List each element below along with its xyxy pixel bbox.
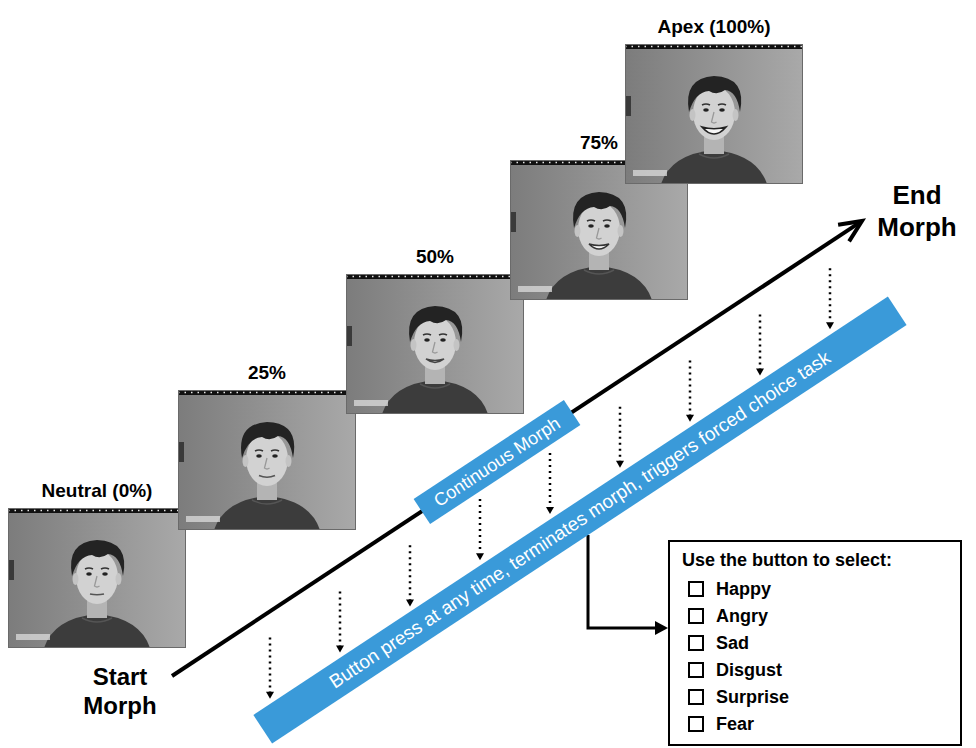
dotted-arrow <box>619 407 622 461</box>
dotted-arrow <box>479 499 482 553</box>
dotted-arrow <box>829 268 832 322</box>
dotted-arrow <box>269 638 272 692</box>
choice-option: Happy <box>682 576 950 603</box>
choice-option: Disgust <box>682 657 950 684</box>
connector-arrow <box>588 535 668 635</box>
morph-percent-label: 75% <box>580 131 618 154</box>
morph-arrow-head <box>838 221 862 241</box>
choice-option: Fear <box>682 711 950 738</box>
face-photo <box>8 508 186 648</box>
morph-end-label: Start Morph <box>60 662 180 721</box>
dotted-arrow-head <box>686 415 694 422</box>
connector-head <box>655 621 668 635</box>
photo-frame: Apex (100%) <box>625 44 803 184</box>
dotted-arrow <box>409 545 412 600</box>
photo-frame: Neutral (0%) <box>8 508 186 648</box>
choice-option: Angry <box>682 603 950 630</box>
dotted-arrow-head <box>616 461 624 468</box>
dotted-arrow-head <box>266 692 274 699</box>
photo-frame: 75% <box>510 160 688 300</box>
connector-line <box>588 535 658 628</box>
dotted-arrow-head <box>476 553 484 560</box>
morph-band: Continuous Morph <box>414 399 581 523</box>
dotted-arrow-head <box>336 646 344 653</box>
dotted-arrow <box>689 361 692 415</box>
morph-end-label: End Morph <box>862 180 972 243</box>
dotted-arrow-head <box>406 599 414 606</box>
choice-option: Surprise <box>682 684 950 711</box>
dotted-arrow <box>549 453 552 507</box>
photo-frame: 25% <box>178 390 356 530</box>
choice-box: Use the button to select: HappyAngrySadDi… <box>668 540 962 746</box>
dotted-arrow-head <box>826 322 834 329</box>
band-text: Continuous Morph <box>430 412 564 511</box>
dotted-arrow-head <box>546 507 554 514</box>
choice-heading: Use the button to select: <box>682 548 950 572</box>
morph-percent-label: Apex (100%) <box>658 15 771 38</box>
face-photo <box>346 274 524 414</box>
morph-percent-label: Neutral (0%) <box>42 479 153 502</box>
dotted-arrow <box>759 314 762 369</box>
dotted-arrow-head <box>756 369 764 376</box>
face-photo <box>625 44 803 184</box>
morph-percent-label: 25% <box>248 361 286 384</box>
morph-percent-label: 50% <box>416 245 454 268</box>
face-photo <box>178 390 356 530</box>
choice-option: Sad <box>682 630 950 657</box>
dotted-arrow <box>339 592 342 647</box>
photo-frame: 50% <box>346 274 524 414</box>
